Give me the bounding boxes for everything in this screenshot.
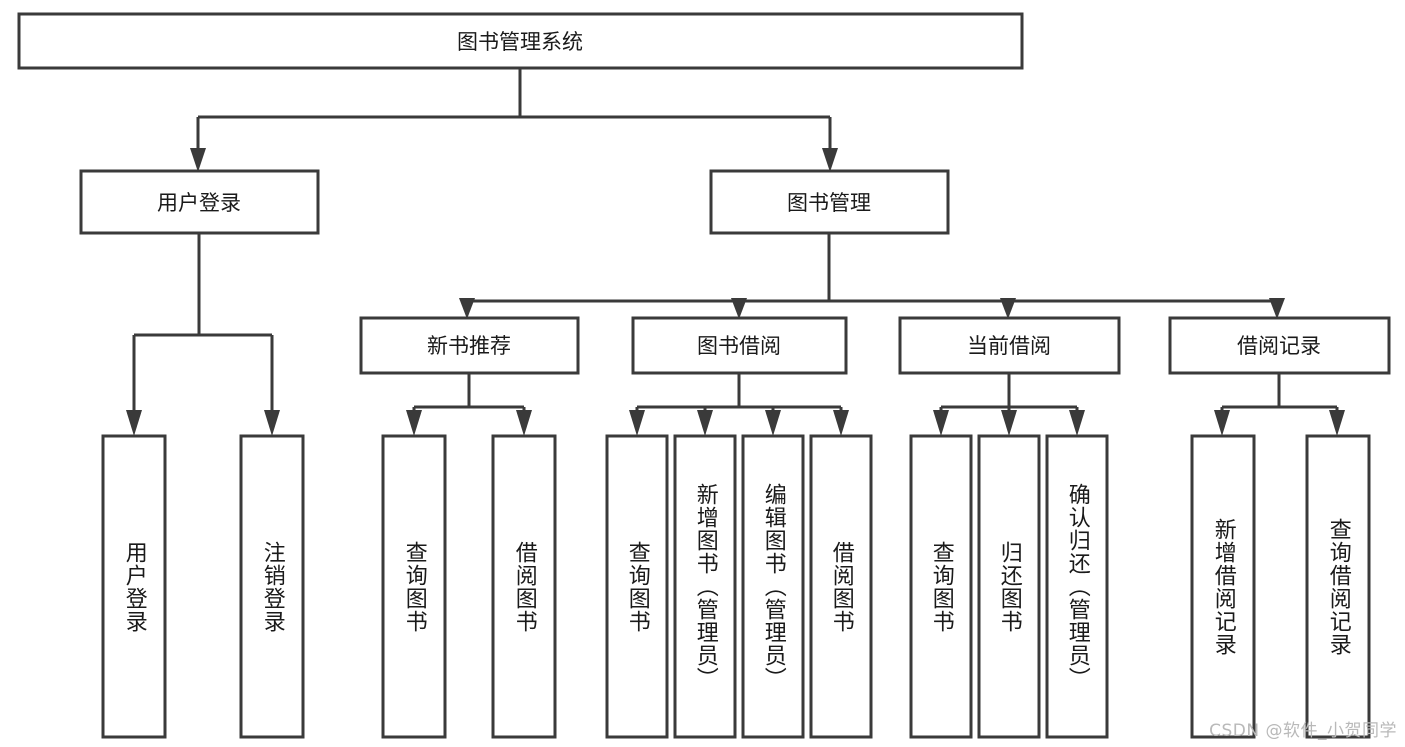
node-current-borrow-label: 当前借阅 [967, 334, 1051, 358]
leaf-box-borrow-record-1[interactable] [1305, 434, 1371, 739]
node-user-login-label: 用户登录 [157, 191, 241, 215]
node-current-borrow[interactable]: 当前借阅 [898, 316, 1121, 375]
connector-userlogin-to-leaves [126, 233, 280, 436]
node-book-borrow[interactable]: 图书借阅 [631, 316, 848, 375]
leaf-box-book-borrow-1[interactable] [673, 434, 737, 739]
leaf-box-new-book-1[interactable] [491, 434, 557, 739]
leaf-box-current-borrow-1[interactable] [977, 434, 1041, 739]
connector-newbook-to-leaves [406, 373, 532, 436]
connector-bookborrow-to-leaves [629, 373, 849, 436]
node-borrow-record[interactable]: 借阅记录 [1168, 316, 1391, 375]
connector-bookmgmt-to-level3 [459, 233, 1285, 319]
leaf-box-current-borrow-2[interactable] [1045, 434, 1109, 739]
node-book-borrow-label: 图书借阅 [697, 334, 781, 358]
leaf-box-book-borrow-0[interactable] [605, 434, 669, 739]
node-borrow-record-label: 借阅记录 [1237, 334, 1321, 358]
connector-currentborrow-to-leaves [933, 373, 1085, 436]
leaf-box-current-borrow-0[interactable] [909, 434, 973, 739]
node-book-management-label: 图书管理 [787, 191, 871, 215]
leaf-box-book-borrow-3[interactable] [809, 434, 873, 739]
leaf-box-borrow-record-0[interactable] [1190, 434, 1256, 739]
node-user-login[interactable]: 用户登录 [79, 169, 320, 235]
leaf-box-new-book-0[interactable] [381, 434, 447, 739]
connector-root-to-level2 [190, 68, 838, 172]
leaf-box-user-login-1[interactable] [239, 434, 305, 739]
node-book-management[interactable]: 图书管理 [709, 169, 950, 235]
leaf-box-user-login-0[interactable] [101, 434, 167, 739]
node-root-label: 图书管理系统 [457, 30, 583, 54]
node-root[interactable]: 图书管理系统 [17, 12, 1024, 70]
leaf-box-book-borrow-2[interactable] [741, 434, 805, 739]
watermark: CSDN @软件_小贺同学 [1209, 721, 1397, 741]
connector-borrowrecord-to-leaves [1214, 373, 1345, 436]
node-new-book-recommend-label: 新书推荐 [427, 334, 511, 358]
node-new-book-recommend[interactable]: 新书推荐 [359, 316, 580, 375]
